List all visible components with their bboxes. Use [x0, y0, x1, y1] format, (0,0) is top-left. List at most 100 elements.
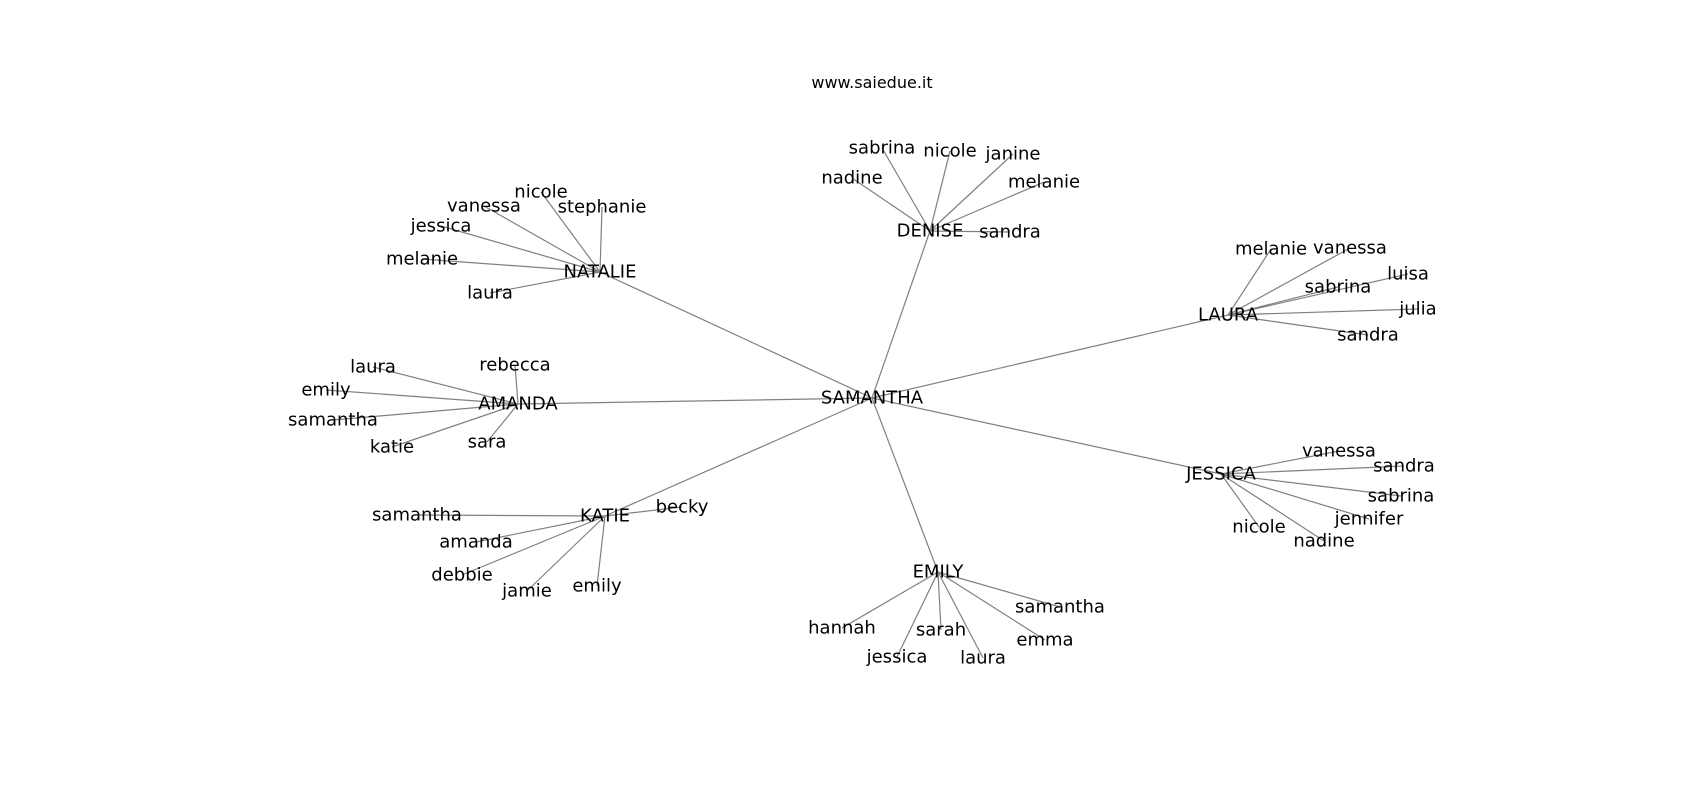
leaf-node-natalie-nicole: nicole	[514, 182, 567, 203]
leaf-node-laura-julia: julia	[1398, 299, 1436, 320]
leaf-node-katie-becky: becky	[656, 497, 709, 518]
leaf-node-laura-sandra: sandra	[1337, 325, 1399, 346]
leaf-node-natalie-vanessa: vanessa	[447, 196, 521, 217]
hub-node-laura: LAURA	[1198, 305, 1259, 326]
hub-node-natalie: NATALIE	[563, 262, 636, 283]
edge-natalie-stephanie	[599, 206, 603, 273]
edge-root-denise	[871, 230, 931, 399]
root-node-label: SAMANTHA	[821, 388, 924, 409]
leaf-node-amanda-samantha: samantha	[288, 410, 378, 431]
edge-katie-jamie	[526, 515, 606, 592]
edge-laura-melanie	[1227, 248, 1272, 316]
edge-amanda-emily	[325, 389, 519, 405]
hub-node-amanda: AMANDA	[478, 394, 558, 415]
edge-root-laura	[871, 314, 1229, 399]
leaf-node-emily-emma: emma	[1016, 630, 1073, 651]
leaf-node-katie-samantha: samantha	[372, 505, 462, 526]
leaf-node-laura-sabrina: sabrina	[1305, 277, 1372, 298]
edge-emily-laura	[937, 571, 984, 659]
leaf-node-amanda-katie: katie	[370, 437, 414, 458]
edge-jessica-sabrina	[1220, 473, 1402, 497]
leaf-node-katie-debbie: debbie	[431, 565, 492, 586]
edge-laura-sandra	[1227, 314, 1369, 336]
edge-katie-emily	[596, 515, 606, 587]
edge-jessica-vanessa	[1220, 450, 1340, 475]
edge-root-natalie	[599, 271, 873, 399]
edge-emily-emma	[937, 571, 1046, 641]
leaf-node-jessica-vanessa: vanessa	[1302, 441, 1376, 462]
edge-natalie-laura	[489, 271, 601, 294]
leaf-node-laura-vanessa: vanessa	[1313, 238, 1387, 259]
edge-denise-sandra	[929, 230, 1011, 233]
hub-node-emily: EMILY	[913, 562, 965, 583]
edge-amanda-samantha	[332, 403, 519, 421]
leaf-node-emily-hannah: hannah	[808, 618, 876, 639]
edge-amanda-katie	[391, 403, 519, 448]
edge-natalie-jessica	[440, 225, 601, 273]
edge-denise-melanie	[929, 181, 1045, 232]
edge-root-jessica	[871, 397, 1222, 475]
edge-amanda-sara	[486, 403, 519, 443]
leaf-node-amanda-laura: laura	[350, 357, 396, 378]
edge-natalie-nicole	[540, 191, 601, 273]
watermark-text: www.saiedue.it	[811, 73, 932, 92]
edge-katie-becky	[604, 506, 683, 517]
leaf-node-amanda-sara: sara	[468, 432, 507, 453]
edge-jessica-nicole	[1220, 473, 1260, 528]
leaf-node-katie-emily: emily	[572, 576, 622, 597]
leaf-node-laura-melanie: melanie	[1235, 239, 1307, 260]
edge-emily-samantha	[937, 571, 1061, 608]
edge-laura-vanessa	[1227, 247, 1351, 316]
edge-denise-nicole	[929, 150, 951, 232]
edge-laura-julia	[1227, 308, 1419, 316]
leaf-node-emily-samantha: samantha	[1015, 597, 1105, 618]
leaf-node-denise-melanie: melanie	[1008, 172, 1080, 193]
leaf-node-natalie-jessica: jessica	[410, 216, 472, 237]
edge-emily-hannah	[841, 571, 939, 629]
edge-jessica-jennifer	[1220, 473, 1370, 520]
edge-emily-sarah	[937, 571, 942, 631]
edge-denise-nadine	[851, 177, 931, 232]
hub-node-jessica: JESSICA	[1185, 464, 1256, 485]
leaf-node-natalie-melanie: melanie	[386, 249, 458, 270]
edge-root-emily	[871, 397, 939, 573]
leaf-node-natalie-stephanie: stephanie	[558, 197, 647, 218]
edge-amanda-rebecca	[514, 364, 519, 405]
leaf-node-jessica-sabrina: sabrina	[1368, 486, 1435, 507]
edge-amanda-laura	[372, 366, 519, 405]
leaf-node-emily-sarah: sarah	[916, 620, 966, 641]
leaf-node-emily-jessica: jessica	[866, 647, 928, 668]
leaf-node-jessica-sandra: sandra	[1373, 456, 1435, 477]
edges-layer	[325, 147, 1419, 659]
edge-denise-sabrina	[881, 147, 931, 232]
hub-node-katie: KATIE	[580, 506, 630, 527]
edge-katie-debbie	[461, 515, 606, 576]
leaf-node-katie-amanda: amanda	[439, 532, 512, 553]
leaf-node-katie-jamie: jamie	[501, 581, 552, 602]
leaf-node-laura-luisa: luisa	[1387, 264, 1429, 285]
edge-jessica-nadine	[1220, 473, 1325, 542]
edge-emily-jessica	[896, 571, 939, 658]
edge-denise-janine	[929, 153, 1014, 232]
edge-root-amanda	[517, 397, 873, 405]
leaf-node-jessica-nadine: nadine	[1293, 531, 1354, 552]
leaf-node-amanda-rebecca: rebecca	[479, 355, 550, 376]
edge-natalie-vanessa	[483, 205, 601, 273]
edge-katie-samantha	[416, 514, 606, 517]
leaf-node-denise-nicole: nicole	[923, 141, 976, 162]
leaf-node-amanda-emily: emily	[301, 380, 351, 401]
edge-natalie-melanie	[421, 258, 601, 273]
leaf-node-denise-sabrina: sabrina	[849, 138, 916, 159]
leaf-node-denise-janine: janine	[985, 144, 1041, 165]
edge-laura-luisa	[1227, 273, 1409, 316]
edge-root-katie	[604, 397, 873, 517]
leaf-node-emily-laura: laura	[960, 648, 1006, 669]
leaf-node-denise-nadine: nadine	[821, 168, 882, 189]
hub-node-denise: DENISE	[897, 221, 964, 242]
edge-katie-amanda	[475, 515, 606, 543]
leaf-node-natalie-laura: laura	[467, 283, 513, 304]
edge-laura-sabrina	[1227, 286, 1339, 316]
leaf-node-jessica-nicole: nicole	[1232, 517, 1285, 538]
